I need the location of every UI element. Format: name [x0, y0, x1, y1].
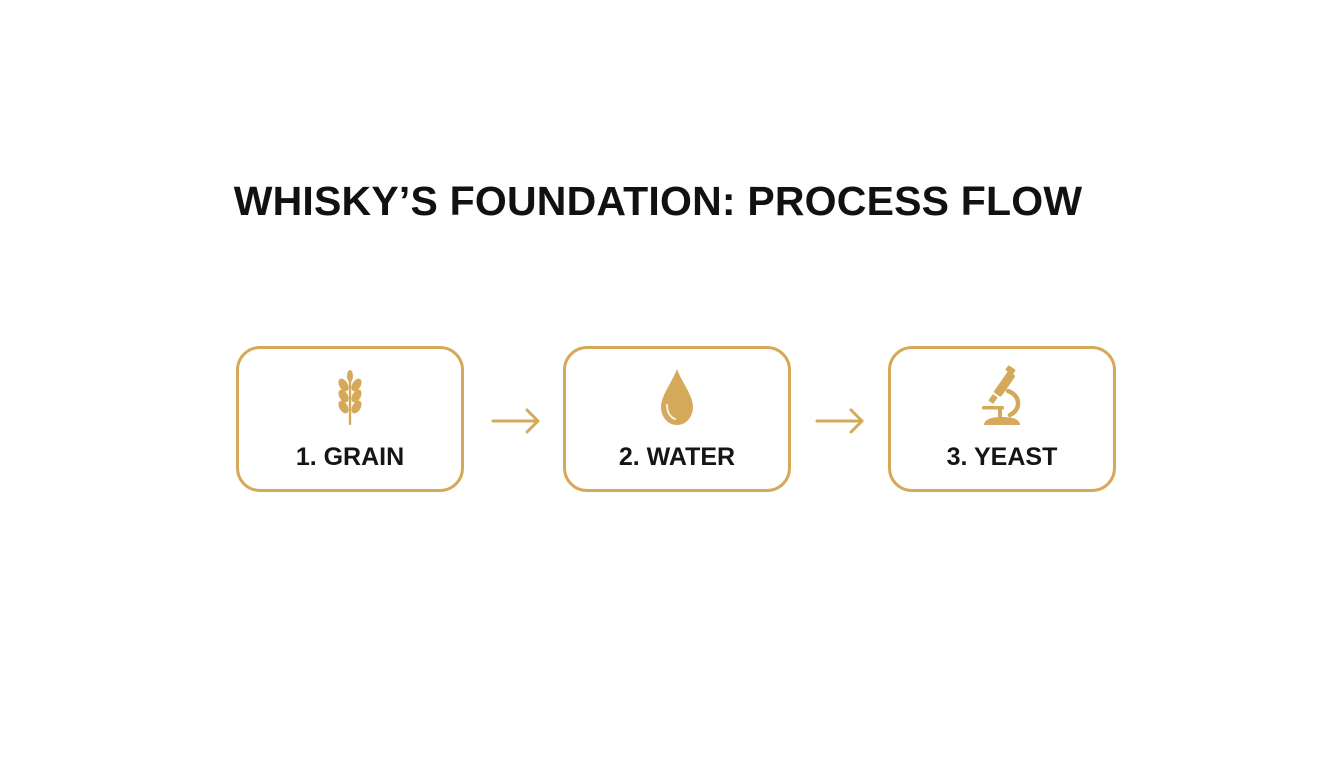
page-title: WHISKY’S FOUNDATION: PROCESS FLOW [233, 178, 1083, 224]
water-drop-icon [645, 365, 709, 429]
step-yeast: 3. YEAST [888, 346, 1116, 492]
arrow-right-icon [489, 403, 543, 439]
step-water: 2. WATER [563, 346, 791, 492]
wheat-icon [318, 365, 382, 429]
microscope-icon [970, 365, 1034, 429]
step-label: 3. YEAST [946, 443, 1058, 471]
step-label: 1. GRAIN [295, 443, 405, 471]
step-label: 2. WATER [618, 443, 736, 471]
arrow-right-icon [813, 403, 867, 439]
step-grain: 1. GRAIN [236, 346, 464, 492]
